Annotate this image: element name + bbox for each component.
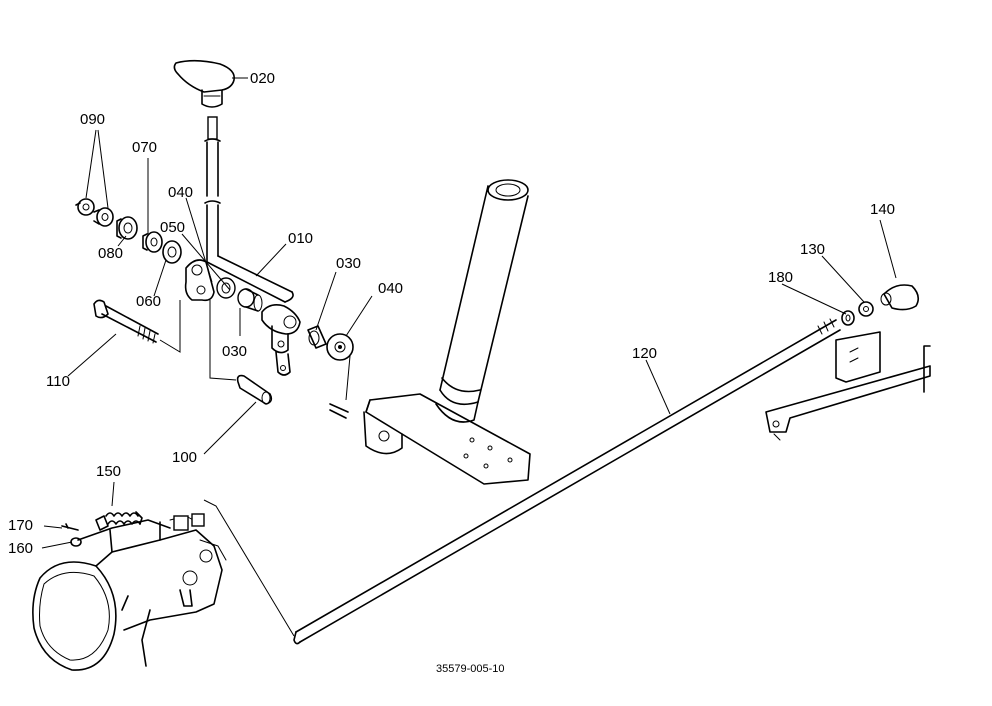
label-160: 160 [8, 540, 33, 557]
label-030-lower: 030 [222, 343, 247, 360]
label-140: 140 [870, 201, 895, 218]
leader-lines [41, 77, 897, 549]
rod-end-parts [841, 284, 920, 326]
lever-shaft [204, 116, 294, 303]
spring-150 [95, 511, 143, 531]
label-080: 080 [98, 245, 123, 262]
label-110: 110 [46, 373, 70, 390]
label-040-right: 040 [378, 280, 403, 297]
lever-knob [173, 59, 236, 108]
label-090: 090 [80, 111, 105, 128]
label-150: 150 [96, 463, 121, 480]
label-040-upper: 040 [168, 184, 193, 201]
label-070: 070 [132, 139, 157, 156]
pin-170 [61, 523, 79, 531]
label-010: 010 [288, 230, 313, 247]
label-050: 050 [160, 219, 185, 236]
label-180: 180 [768, 269, 793, 286]
rod-120 [293, 318, 841, 645]
lever-collar [261, 304, 301, 376]
label-100: 100 [172, 449, 197, 466]
lever-plate [184, 259, 215, 302]
label-120: 120 [632, 345, 657, 362]
drawing-reference: 35579-005-10 [436, 663, 505, 675]
bushing-left [216, 277, 263, 312]
label-030-upper: 030 [336, 255, 361, 272]
label-020: 020 [250, 70, 275, 87]
pump-assembly [32, 499, 295, 671]
washer-160 [70, 537, 82, 547]
bushing-right [307, 325, 354, 361]
washer-stack [75, 198, 182, 264]
pin-100 [209, 300, 273, 405]
label-060: 060 [136, 293, 161, 310]
frame-bracket [765, 331, 931, 441]
label-130: 130 [800, 241, 825, 258]
label-170: 170 [8, 517, 33, 534]
part-labels: 020 090 070 040 050 010 080 030 040 060 … [8, 70, 895, 675]
bolt-110 [93, 299, 181, 353]
steering-column [329, 179, 531, 485]
